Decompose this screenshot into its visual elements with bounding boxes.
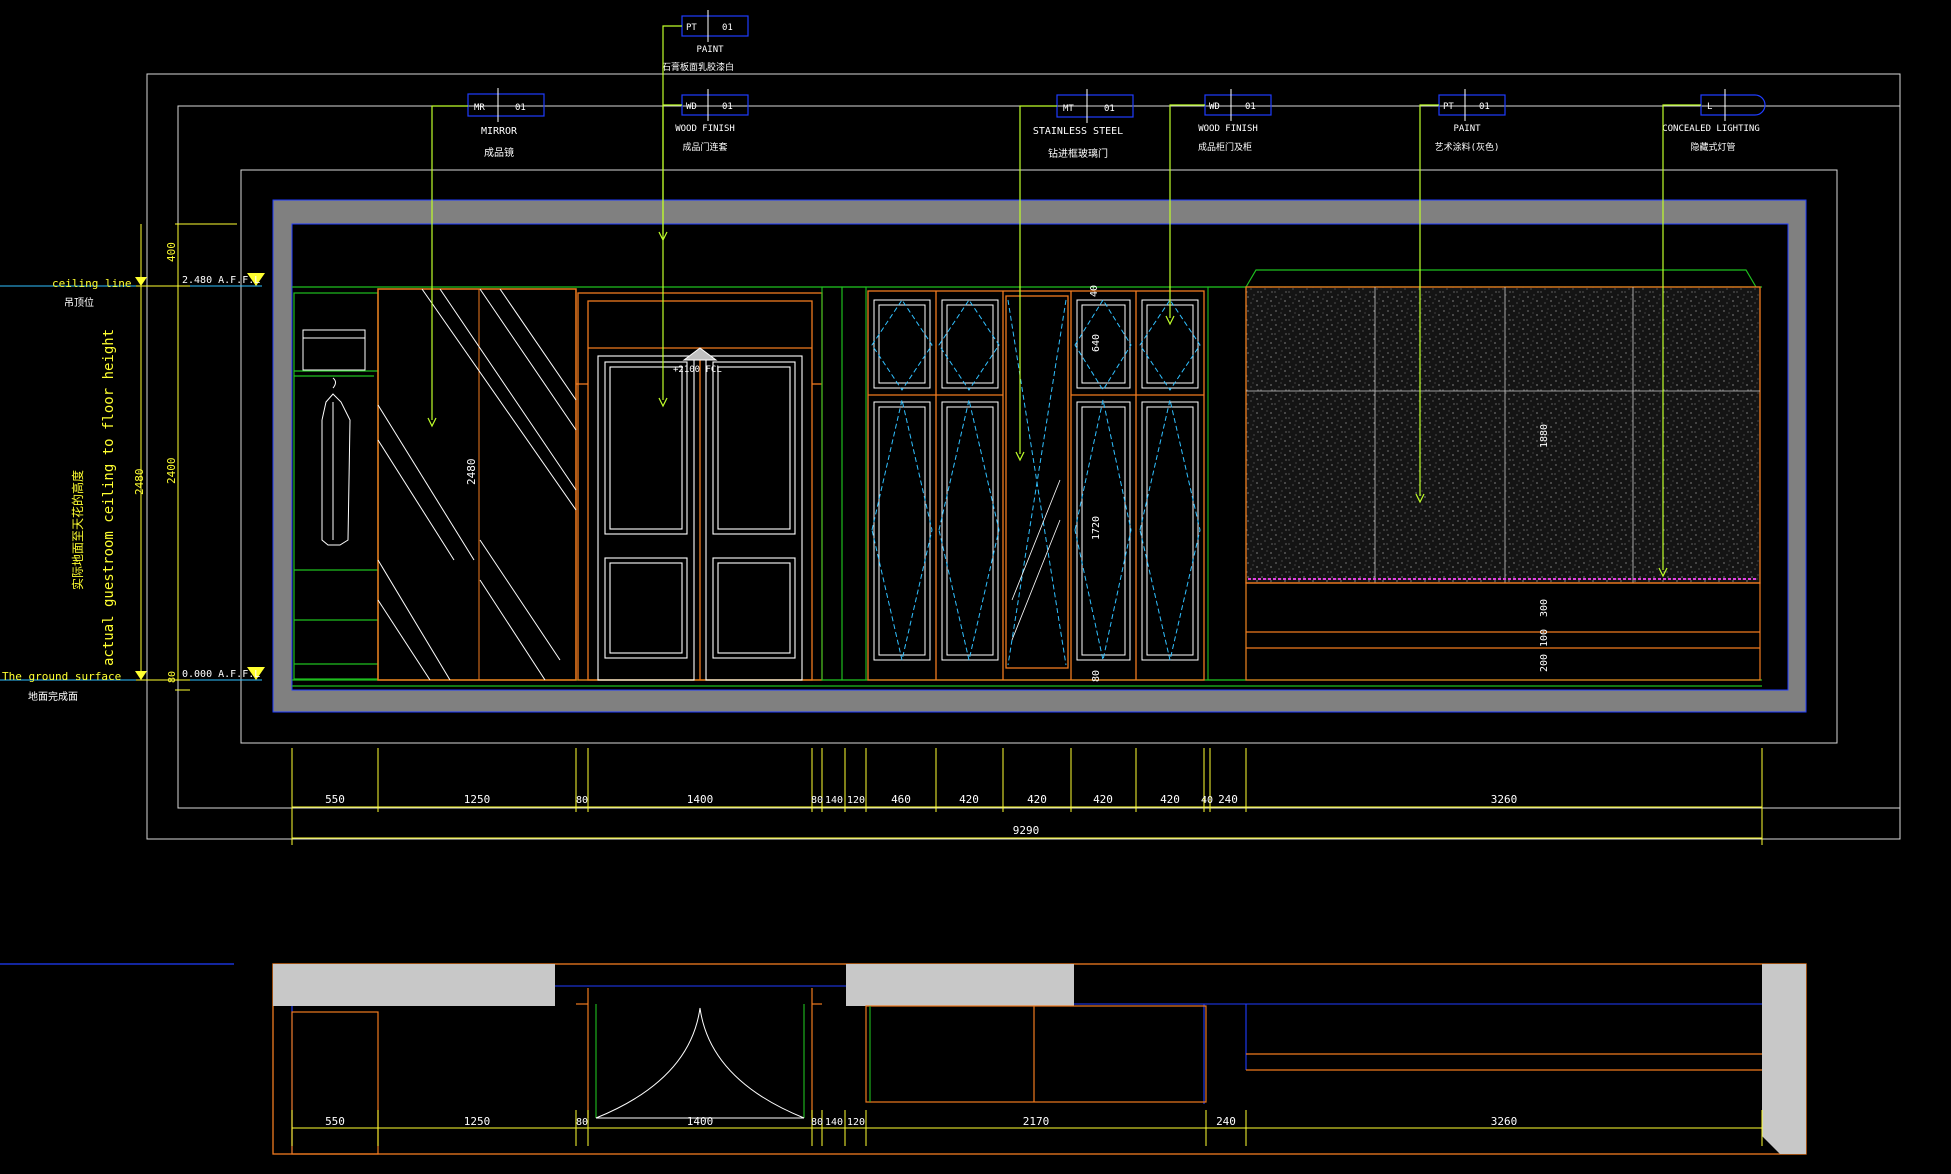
cabinet-dim-top: 40 xyxy=(1089,285,1100,297)
svg-text:PAINT: PAINT xyxy=(1453,124,1481,134)
tag-wood-cabinet: WD 01 WOOD FINISH 成品柜门及柜 xyxy=(1165,89,1272,326)
tag-mirror: MR 01 MIRROR 成品镜 xyxy=(427,88,545,428)
material-tags: MR 01 MIRROR 成品镜 PT 01 PAINT 石膏板面乳胶漆白 WD… xyxy=(427,10,1766,578)
tag-paint-ceiling: PT 01 PAINT 石膏板面乳胶漆白 xyxy=(658,10,749,242)
double-door: +2100 FCL xyxy=(576,292,823,681)
svg-text:成品柜门及柜: 成品柜门及柜 xyxy=(1198,141,1252,153)
art-paint-wall-panel: 1880 300 100 200 xyxy=(1245,269,1761,681)
svg-text:01: 01 xyxy=(1479,102,1490,112)
dim-total: 9290 xyxy=(1013,824,1040,837)
elevation-wall-frame xyxy=(272,199,1807,713)
wall-dim-200: 200 xyxy=(1539,654,1550,672)
svg-text:01: 01 xyxy=(1245,102,1256,112)
door-level-label: +2100 FCL xyxy=(673,365,722,375)
height-label-cn: 实际地面至天花的高度 xyxy=(70,470,85,590)
svg-text:MIRROR: MIRROR xyxy=(481,126,518,137)
svg-text:L: L xyxy=(1707,102,1712,112)
svg-text:艺术涂料(灰色): 艺术涂料(灰色) xyxy=(1435,141,1500,153)
dim-cell: 80 xyxy=(811,795,823,806)
tag-stainless-steel: MT 01 STAINLESS STEEL 钻进框玻璃门 xyxy=(1015,89,1134,462)
tall-cabinet: 40 640 1720 80 xyxy=(867,285,1205,682)
ground-level-value: 0.000 A.F.F.L xyxy=(182,669,260,680)
svg-text:PT: PT xyxy=(1443,102,1454,112)
ceiling-level-value: 2.480 A.F.F.L xyxy=(182,275,260,286)
hanging-coat-icon xyxy=(321,377,351,546)
dim-cell: 420 xyxy=(1160,793,1180,806)
cabinet-dim-upper: 640 xyxy=(1091,334,1102,352)
dim-cell: 460 xyxy=(891,793,911,806)
mirror-panel: 2480 xyxy=(377,288,577,681)
wall-dim-100: 100 xyxy=(1539,629,1550,647)
plan-dim-cell: 2170 xyxy=(1023,1115,1050,1128)
plan-dim-cell: 120 xyxy=(847,1117,865,1128)
left-vertical-dimensions: 400 2480 2400 80 actual guestroom ceilin… xyxy=(70,223,237,691)
dim-cell: 550 xyxy=(325,793,345,806)
dim-cell: 420 xyxy=(1093,793,1113,806)
dim-80: 80 xyxy=(167,671,178,683)
svg-text:石膏板面乳胶漆白: 石膏板面乳胶漆白 xyxy=(662,61,734,73)
dim-cell: 240 xyxy=(1218,793,1238,806)
svg-text:成品镜: 成品镜 xyxy=(484,146,514,159)
plan-view: 550 1250 80 1400 80 140 120 2170 240 326… xyxy=(0,963,1807,1155)
ground-label-cn: 地面完成面 xyxy=(28,690,78,703)
plan-dim-cell: 140 xyxy=(825,1117,843,1128)
svg-text:01: 01 xyxy=(515,103,526,113)
svg-text:WOOD FINISH: WOOD FINISH xyxy=(1198,124,1258,134)
door-level-marker-icon xyxy=(682,347,718,361)
svg-text:钻进框玻璃门: 钻进框玻璃门 xyxy=(1048,147,1108,160)
svg-text:STAINLESS STEEL: STAINLESS STEEL xyxy=(1033,126,1123,137)
dim-cell: 3260 xyxy=(1491,793,1518,806)
svg-text:WD: WD xyxy=(1209,102,1220,112)
plan-dim-cell: 1400 xyxy=(687,1115,714,1128)
plan-dim-cell: 1250 xyxy=(464,1115,491,1128)
plan-dim-cell: 80 xyxy=(811,1117,823,1128)
wall-dim-300: 300 xyxy=(1539,599,1550,617)
plan-dim-cell: 550 xyxy=(325,1115,345,1128)
svg-text:01: 01 xyxy=(1104,104,1115,114)
dim-400: 400 xyxy=(165,242,178,262)
ceiling-level-triangle-icon xyxy=(247,273,265,286)
door-side-strips xyxy=(821,286,867,681)
svg-text:隐藏式灯管: 隐藏式灯管 xyxy=(1690,141,1735,153)
tag-art-paint: PT 01 PAINT 艺术涂料(灰色) xyxy=(1415,89,1506,504)
svg-text:MT: MT xyxy=(1063,104,1074,114)
plan-dim-cell: 240 xyxy=(1216,1115,1236,1128)
ground-level-triangle-icon xyxy=(247,667,265,680)
dim-cell: 120 xyxy=(847,795,865,806)
elevation-dimensions: 550 1250 80 1400 80 140 120 460 420 420 … xyxy=(291,748,1763,845)
plan-dim-cell: 80 xyxy=(576,1117,588,1128)
mirror-height-dim: 2480 xyxy=(465,459,478,486)
svg-text:CONCEALED LIGHTING: CONCEALED LIGHTING xyxy=(1662,124,1760,134)
svg-text:PAINT: PAINT xyxy=(696,45,724,55)
dim-cell: 420 xyxy=(959,793,979,806)
dim-2480: 2480 xyxy=(133,469,146,496)
dim-cell: 420 xyxy=(1027,793,1047,806)
tag-wood-door: WD 01 WOOD FINISH 成品门连套 xyxy=(658,89,749,408)
height-label-en: actual guestroom ceiling to floor height xyxy=(101,329,117,666)
ground-label-en: The ground surface xyxy=(2,670,121,683)
cabinet-dim-lower: 1720 xyxy=(1091,516,1102,540)
level-markers: 2.480 A.F.F.L 0.000 A.F.F.L ceiling line… xyxy=(0,273,265,703)
svg-text:01: 01 xyxy=(722,23,733,33)
dim-cell: 80 xyxy=(576,795,588,806)
closet-box-icon xyxy=(302,329,366,371)
cabinet-dim-base: 80 xyxy=(1091,670,1102,682)
ceiling-label-en: ceiling line xyxy=(52,277,131,290)
tag-concealed-lighting: L CONCEALED LIGHTING 隐藏式灯管 xyxy=(1658,89,1766,578)
dim-cell: 140 xyxy=(825,795,843,806)
svg-text:成品门连套: 成品门连套 xyxy=(682,141,727,153)
svg-text:PT: PT xyxy=(686,23,697,33)
svg-text:WD: WD xyxy=(686,102,697,112)
dim-cell: 1400 xyxy=(687,793,714,806)
svg-text:MR: MR xyxy=(474,103,485,113)
ceiling-label-cn: 吊顶位 xyxy=(64,296,94,309)
svg-text:WOOD FINISH: WOOD FINISH xyxy=(675,124,735,134)
dim-cell: 40 xyxy=(1201,795,1213,806)
dim-cell: 1250 xyxy=(464,793,491,806)
plan-dim-cell: 3260 xyxy=(1491,1115,1518,1128)
svg-text:01: 01 xyxy=(722,102,733,112)
dim-2400: 2400 xyxy=(165,458,178,485)
wall-dim-1880: 1880 xyxy=(1539,424,1550,448)
